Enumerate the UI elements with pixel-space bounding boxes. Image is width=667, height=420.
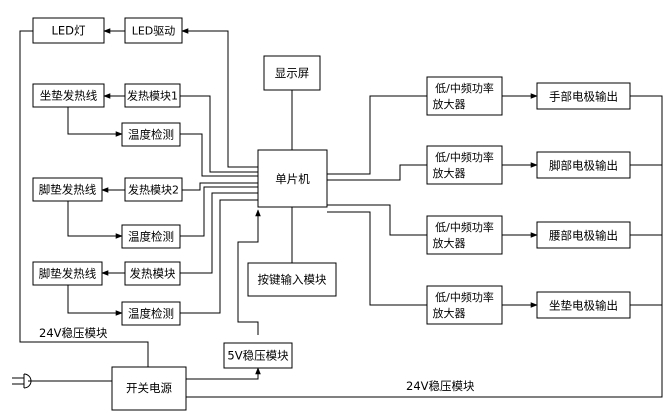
block-label: LED灯 xyxy=(51,24,86,38)
block-label: 显示屏 xyxy=(275,66,310,80)
block-heating-module-3: 发热模块 xyxy=(124,261,181,286)
block-heating-module-1: 发热模块1 xyxy=(124,83,181,108)
block-label: 放大器 xyxy=(433,166,466,180)
block-label: 脚垫发热线 xyxy=(39,267,97,281)
label-24v-regulator-bottom: 24V稳压模块 xyxy=(406,379,475,393)
block-seat-heating-wire: 坐垫发热线 xyxy=(32,83,105,108)
block-label: 按键输入模块 xyxy=(258,273,327,287)
block-label: 低/中频功率 xyxy=(435,81,494,95)
block-waist-electrode: 腰部电极输出 xyxy=(536,221,631,249)
block-label: 温度检测 xyxy=(128,230,174,244)
block-hand-electrode: 手部电极输出 xyxy=(536,82,631,110)
block-seat-electrode: 坐垫电极输出 xyxy=(536,291,631,319)
block-amplifier-4: 低/中频功率 放大器 xyxy=(426,285,503,325)
block-amplifier-3: 低/中频功率 放大器 xyxy=(426,215,503,255)
block-label: 单片机 xyxy=(275,172,310,186)
block-heating-module-2: 发热模块2 xyxy=(124,177,183,202)
block-label: 低/中频功率 xyxy=(435,150,494,164)
block-foot-heating-wire-1: 脚垫发热线 xyxy=(32,177,103,202)
block-label: 发热模块2 xyxy=(128,183,179,197)
block-amplifier-1: 低/中频功率 放大器 xyxy=(426,76,503,116)
block-label: 放大器 xyxy=(433,306,466,320)
block-amplifier-2: 低/中频功率 放大器 xyxy=(426,145,503,185)
block-led-light: LED灯 xyxy=(32,17,105,44)
block-label: LED驱动 xyxy=(132,25,176,38)
block-key-input: 按键输入模块 xyxy=(247,262,337,297)
block-temp-detect-3: 温度检测 xyxy=(121,301,181,326)
block-label: 开关电源 xyxy=(126,381,172,395)
block-label: 手部电极输出 xyxy=(549,90,618,104)
block-label: 脚部电极输出 xyxy=(549,159,618,173)
wires xyxy=(19,28,663,398)
block-display: 显示屏 xyxy=(263,55,321,91)
block-label: 低/中频功率 xyxy=(435,220,494,234)
block-label: 放大器 xyxy=(433,97,466,111)
block-foot-electrode: 脚部电极输出 xyxy=(536,151,631,179)
block-temp-detect-2: 温度检测 xyxy=(121,224,181,249)
block-label: 发热模块 xyxy=(130,267,176,281)
block-foot-heating-wire-2: 脚垫发热线 xyxy=(32,261,103,286)
block-label: 腰部电极输出 xyxy=(549,229,618,243)
block-mcu: 单片机 xyxy=(257,149,328,208)
block-led-driver: LED驱动 xyxy=(124,17,183,44)
block-label: 坐垫发热线 xyxy=(40,89,98,103)
power-plug-icon xyxy=(12,373,32,389)
block-switching-psu: 开关电源 xyxy=(111,366,187,411)
block-5v-regulator: 5V稳压模块 xyxy=(223,342,293,369)
block-label: 温度检测 xyxy=(128,128,174,142)
block-label: 脚垫发热线 xyxy=(39,183,97,197)
block-label: 放大器 xyxy=(433,236,466,250)
block-label: 坐垫电极输出 xyxy=(549,299,618,313)
block-label: 温度检测 xyxy=(128,307,174,321)
block-label: 发热模块1 xyxy=(127,89,178,103)
block-temp-detect-1: 温度检测 xyxy=(121,122,181,147)
label-24v-regulator-left: 24V稳压模块 xyxy=(39,326,108,340)
block-label: 5V稳压模块 xyxy=(227,349,289,363)
block-label: 低/中频功率 xyxy=(435,290,494,304)
